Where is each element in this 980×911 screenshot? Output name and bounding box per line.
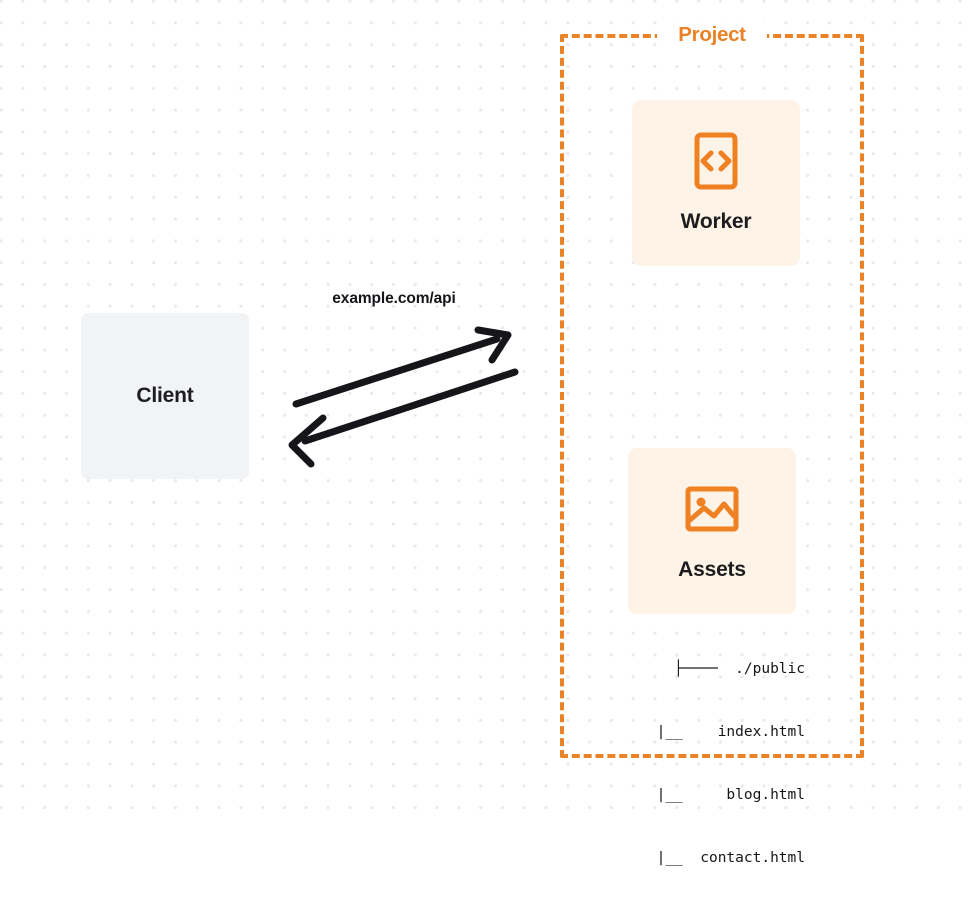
file-tree-row: |__ index.html (639, 724, 805, 740)
client-node-label: Client (136, 384, 194, 407)
assets-node-label: Assets (678, 558, 746, 581)
response-arrow (288, 368, 519, 468)
worker-node[interactable]: Worker (632, 100, 800, 266)
project-group: Project (560, 22, 864, 758)
diagram-canvas: Client example.com/api Project Worker (0, 0, 980, 866)
file-tree-row: ├──── ./public (674, 661, 805, 677)
worker-node-label: Worker (680, 210, 752, 233)
project-group-label: Project (657, 22, 767, 48)
assets-node[interactable]: Assets (628, 448, 796, 614)
image-icon (685, 486, 739, 532)
client-node[interactable]: Client (81, 313, 249, 479)
file-tree-row: |__ contact.html (639, 850, 805, 866)
file-tree-row: |__ blog.html (639, 787, 805, 803)
code-brackets-icon (694, 132, 738, 190)
edge-label-url: example.com/api (332, 290, 456, 307)
request-arrow (292, 326, 512, 408)
assets-file-tree: ├──── ./public |__ index.html |__ blog.h… (605, 617, 805, 911)
